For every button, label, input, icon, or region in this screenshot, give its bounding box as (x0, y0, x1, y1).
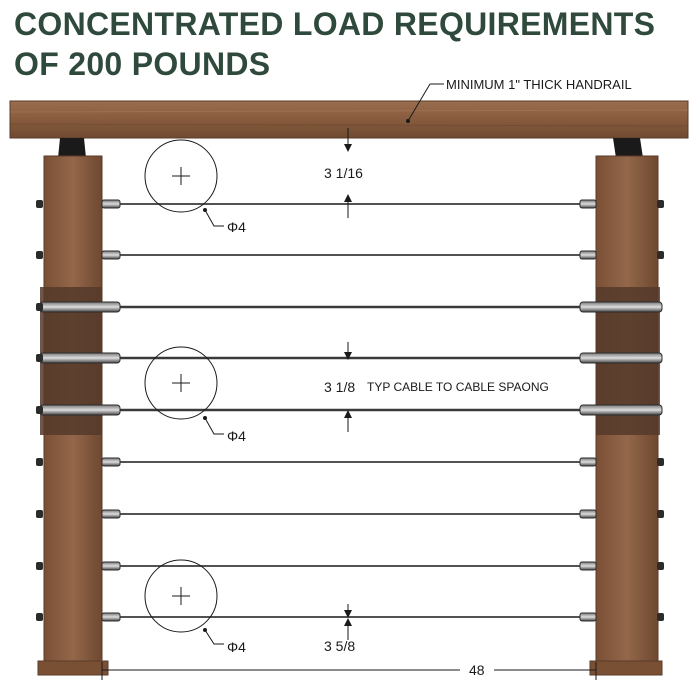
cable-fitting-left (101, 561, 121, 571)
post-bolt-right (657, 510, 664, 518)
cable-fitting-right (579, 199, 597, 209)
cable-fitting-right (579, 561, 597, 571)
cable-group (36, 199, 664, 622)
post-bolt-left (36, 510, 43, 518)
post-bolt-left (36, 303, 43, 311)
dimension-top-spacing: 3 1/16 (324, 128, 363, 218)
post-bolt-left (36, 458, 43, 466)
left-handrail-bracket (58, 138, 86, 158)
cable-tensioner-left (39, 352, 121, 364)
post-span-value: 48 (469, 662, 485, 678)
cable-fitting-right (579, 509, 597, 519)
cable-tensioner-left (39, 404, 121, 416)
handrail-callout: MINIMUM 1" THICK HANDRAIL (406, 77, 632, 123)
cable-fitting-right (579, 457, 597, 467)
middle-spacing-note: TYP CABLE TO CABLE SPAONG (367, 380, 549, 394)
dimension-bottom-spacing: 3 5/8 (324, 604, 355, 654)
post-bolt-left (36, 613, 43, 621)
post-bolt-left (36, 251, 43, 259)
post-bolt-left (36, 200, 43, 208)
post-bolt-right (657, 562, 664, 570)
right-handrail-bracket (613, 138, 643, 158)
post-bolt-right (657, 251, 664, 259)
cable-fitting-left (101, 199, 121, 209)
cable-fitting-left (101, 250, 121, 260)
load-marker-bottom-label: Φ4 (227, 639, 246, 655)
dimension-post-span: 48 (101, 662, 597, 680)
load-marker-bottom: Φ4 (144, 559, 246, 655)
cable-tensioner-left (39, 301, 121, 313)
dimension-middle-spacing: 3 1/8 TYP CABLE TO CABLE SPAONG (324, 342, 549, 432)
cable-tensioner-right (579, 352, 663, 364)
middle-spacing-value: 3 1/8 (324, 379, 355, 395)
cable-fitting-right (579, 612, 597, 622)
handrail-label: MINIMUM 1" THICK HANDRAIL (446, 77, 632, 92)
load-marker-middle-label: Φ4 (227, 428, 246, 444)
handrail (9, 100, 689, 139)
title-line-2: OF 200 POUNDS (14, 46, 271, 82)
bottom-spacing-value: 3 5/8 (324, 638, 355, 654)
post-bolt-left (36, 562, 43, 570)
post-bolt-left (36, 406, 43, 414)
cable-fitting-left (101, 457, 121, 467)
cable-tensioner-right (579, 404, 663, 416)
cable-fitting-left (101, 612, 121, 622)
post-bolt-right (657, 200, 664, 208)
cable-tensioner-right (579, 301, 663, 313)
cable-fitting-right (579, 250, 597, 260)
load-marker-middle: Φ4 (144, 346, 246, 444)
load-marker-top-label: Φ4 (227, 219, 246, 235)
cable-fitting-left (101, 509, 121, 519)
top-spacing-value: 3 1/16 (324, 165, 363, 181)
post-bolt-right (657, 613, 664, 621)
title-line-1: CONCENTRATED LOAD REQUIREMENTS (14, 6, 656, 42)
load-marker-top: Φ4 (144, 139, 246, 235)
diagram-title: CONCENTRATED LOAD REQUIREMENTS OF 200 PO… (14, 4, 694, 84)
post-bolt-left (36, 354, 43, 362)
post-bolt-right (657, 458, 664, 466)
